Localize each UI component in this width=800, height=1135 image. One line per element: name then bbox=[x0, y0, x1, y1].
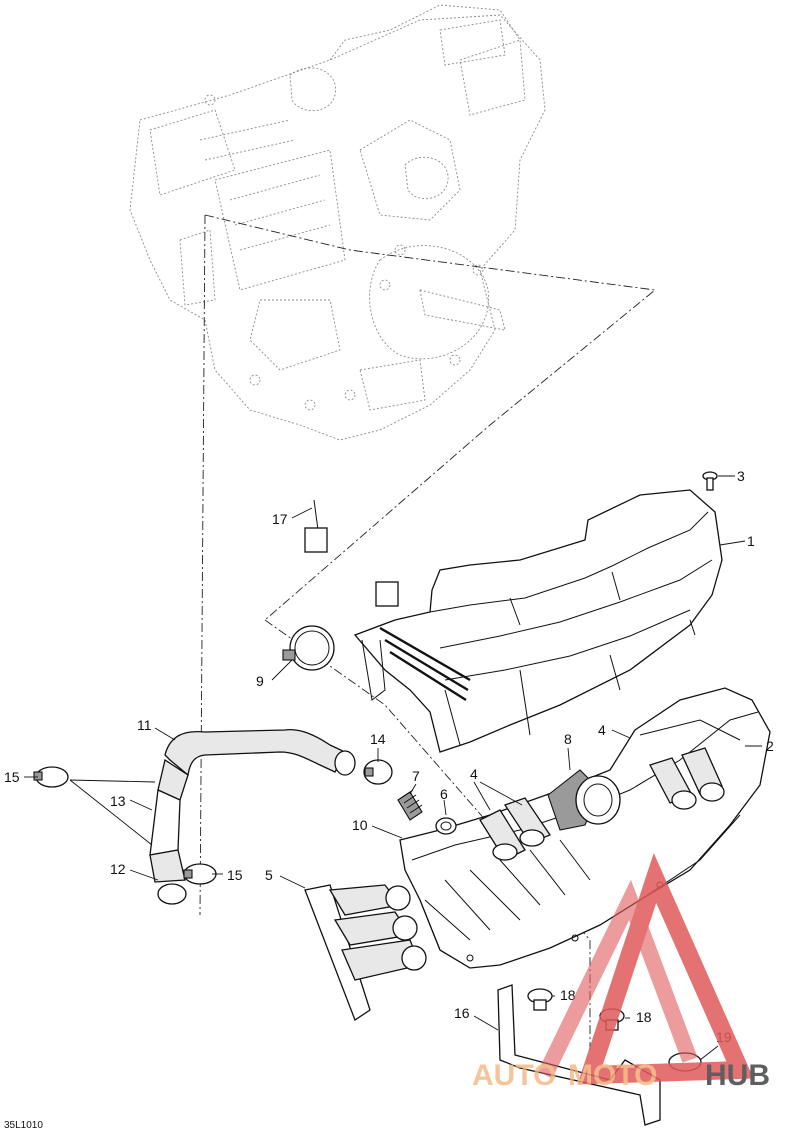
callout-4-right: 4 bbox=[598, 722, 606, 738]
drain-fitting-7 bbox=[397, 789, 423, 821]
airbox-cover bbox=[353, 489, 723, 753]
callout-18-lower: 18 bbox=[636, 1009, 652, 1025]
hose-clamp-15-top bbox=[33, 766, 69, 788]
watermark-hub: HUB bbox=[705, 1059, 770, 1092]
watermark-triangle-inner bbox=[537, 879, 698, 1079]
callout-7: 7 bbox=[412, 768, 420, 784]
hose-clamp-15-bottom bbox=[183, 863, 217, 885]
reference-code: 35L1010 bbox=[4, 1120, 43, 1131]
callout-14: 14 bbox=[370, 731, 386, 747]
clamp-fitting-6 bbox=[435, 817, 457, 835]
intake-hose bbox=[149, 729, 356, 905]
watermark-logo: AUTO MOTO HUB bbox=[472, 852, 770, 1092]
watermark-moto: MOTO bbox=[568, 1059, 657, 1092]
screw-3 bbox=[702, 471, 718, 491]
watermark-auto: AUTO bbox=[472, 1059, 556, 1092]
callout-9: 9 bbox=[256, 673, 264, 689]
callout-10: 10 bbox=[352, 817, 368, 833]
mounting-bracket bbox=[497, 984, 661, 1126]
screw-18-upper bbox=[527, 988, 553, 1011]
callout-13: 13 bbox=[110, 793, 126, 809]
resonator-tubes-right bbox=[639, 719, 741, 810]
retaining-strap bbox=[304, 483, 399, 607]
hose-clamp-9 bbox=[282, 625, 335, 671]
callout-18-upper: 18 bbox=[560, 987, 576, 1003]
callout-1: 1 bbox=[747, 533, 755, 549]
callout-8: 8 bbox=[564, 731, 572, 747]
intake-boot bbox=[547, 769, 621, 831]
callout-11: 11 bbox=[137, 717, 152, 733]
callout-12: 12 bbox=[110, 861, 126, 877]
callout-16: 16 bbox=[454, 1005, 470, 1021]
watermark-triangle-outer bbox=[577, 852, 754, 1085]
hose-clamp-14 bbox=[363, 759, 393, 785]
air-filter-element bbox=[304, 884, 427, 1021]
engine-outline bbox=[129, 4, 546, 441]
airbox-housing bbox=[399, 687, 771, 969]
leader-lines bbox=[24, 475, 762, 1061]
callout-15-left: 15 bbox=[4, 769, 20, 785]
callout-3: 3 bbox=[737, 468, 745, 484]
callout-6: 6 bbox=[440, 786, 448, 802]
callout-17: 17 bbox=[272, 511, 288, 527]
resonator-tubes-left bbox=[479, 797, 551, 861]
callout-15-right: 15 bbox=[227, 867, 243, 883]
callout-4-left: 4 bbox=[470, 766, 478, 782]
callout-2: 2 bbox=[766, 738, 774, 754]
callout-5: 5 bbox=[265, 867, 273, 883]
